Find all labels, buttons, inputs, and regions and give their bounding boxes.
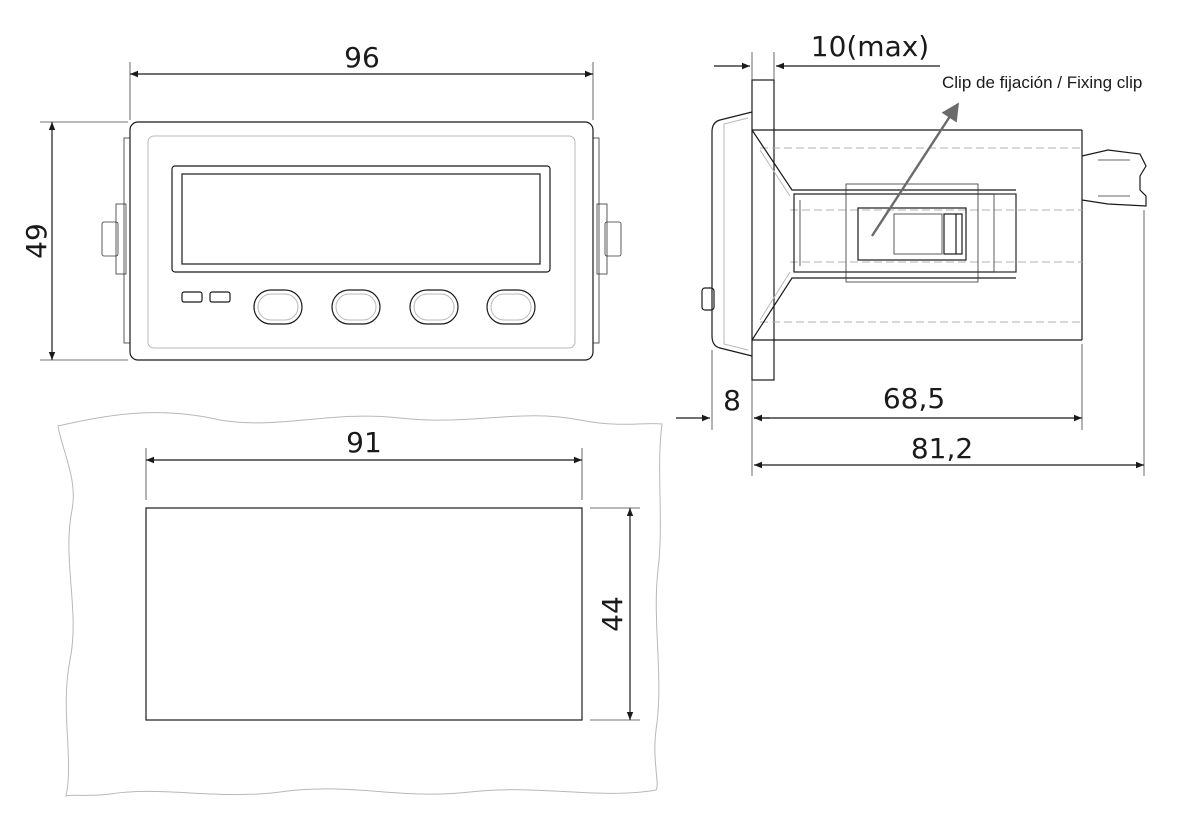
- clip-leader-arrow: [870, 102, 960, 237]
- panel-cutout-view: 91 44: [57, 412, 663, 797]
- clip-label: Clip de fijación / Fixing clip: [942, 73, 1142, 92]
- dimension-bezel-depth-8: 8: [676, 350, 770, 476]
- led-indicator-2: [209, 291, 231, 303]
- front-key-4[interactable]: [486, 289, 536, 325]
- keypad: [253, 289, 536, 325]
- cutout-width-label: 91: [346, 426, 382, 459]
- side-view: Clip de fijación / Fixing clip 10(max) 8…: [676, 30, 1147, 476]
- dimension-max-thickness: 10(max): [714, 30, 940, 80]
- cutout-height-label: 44: [596, 596, 629, 632]
- max-thickness-label: 10(max): [811, 30, 929, 63]
- dimension-height-49: 49: [20, 121, 128, 361]
- housing-body: [751, 129, 1083, 341]
- front-width-label: 96: [344, 41, 380, 74]
- dimension-body-depth: 68,5: [754, 344, 1083, 430]
- dimension-width-96: 96: [129, 41, 594, 120]
- left-mounting-tab: [101, 137, 131, 344]
- dimension-total-depth: 81,2: [754, 210, 1145, 476]
- fixing-clip: [793, 183, 1017, 283]
- cutout-opening: [145, 507, 583, 721]
- front-key-3[interactable]: [409, 289, 459, 325]
- side-key-stub: [701, 287, 715, 311]
- mounting-panel: [751, 79, 775, 381]
- dimension-cutout-height-44: 44: [590, 507, 640, 721]
- body-depth-label: 68,5: [883, 382, 945, 415]
- rear-connector: [1081, 149, 1147, 207]
- front-height-label: 49: [20, 223, 53, 259]
- panel-outline: [57, 412, 663, 797]
- side-bezel: [711, 111, 753, 357]
- total-depth-label: 81,2: [911, 432, 973, 465]
- bezel-depth-label: 8: [723, 384, 741, 417]
- front-bezel: [129, 121, 594, 361]
- front-key-2[interactable]: [331, 289, 381, 325]
- front-view: 96 49: [20, 41, 622, 361]
- dimension-cutout-width-91: 91: [145, 426, 583, 500]
- right-mounting-tab: [592, 137, 622, 344]
- led-indicator-1: [181, 291, 203, 303]
- display-window: [171, 165, 551, 273]
- front-key-1[interactable]: [253, 289, 303, 325]
